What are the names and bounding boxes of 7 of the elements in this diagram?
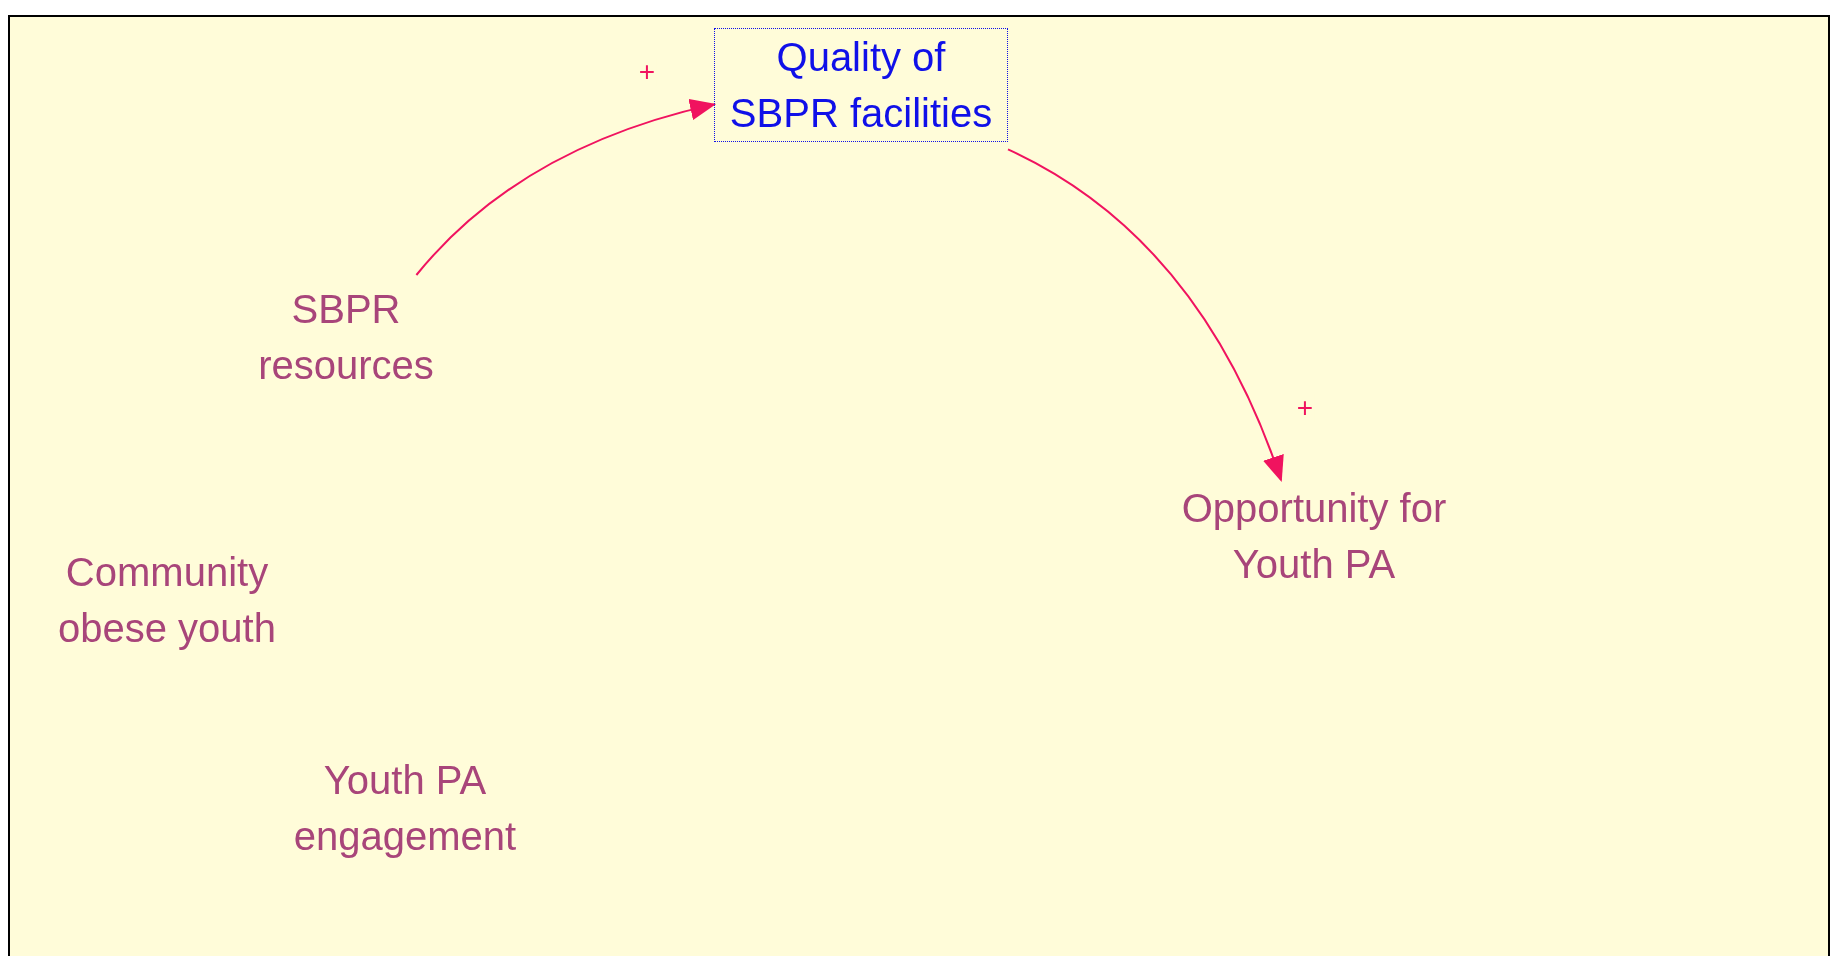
variable-label: Community obese youth <box>42 544 292 656</box>
variable-label: Youth PA engagement <box>277 752 533 864</box>
arrow <box>415 99 717 276</box>
variable-label: SBPR resources <box>236 281 456 393</box>
variable-label: Opportunity for Youth PA <box>1176 480 1452 592</box>
arrow <box>1007 148 1284 483</box>
selected-variable-box: Quality of SBPR facilities <box>714 28 1008 142</box>
